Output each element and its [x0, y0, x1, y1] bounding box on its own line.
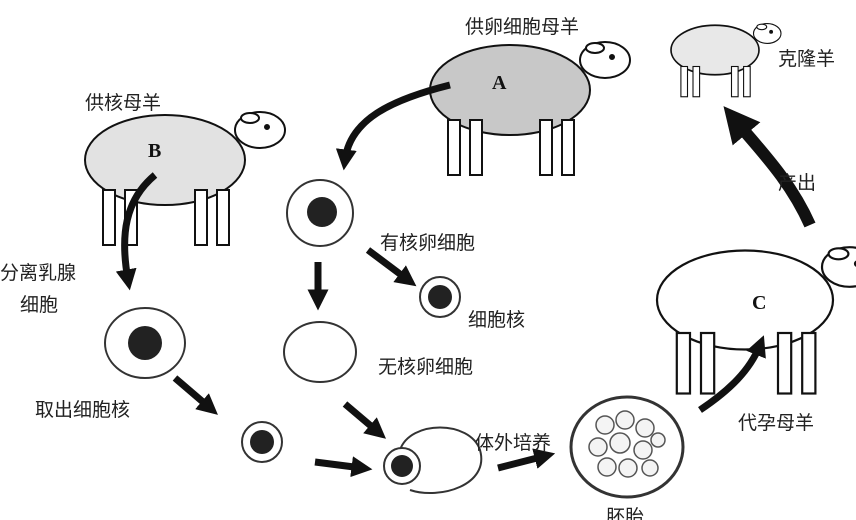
label-in-vitro-culture: 体外培养: [475, 432, 552, 454]
label-embryo: 胚胎: [606, 506, 645, 520]
removed-nucleus: [419, 276, 461, 318]
label-nucleus-donor: 供核母羊: [85, 92, 162, 114]
sheep-a: [429, 41, 631, 176]
arrows: [115, 81, 816, 478]
label-birth: 产出: [778, 172, 817, 194]
sheep-b: [84, 111, 286, 246]
nucleated-egg: [286, 179, 354, 247]
label-nucleus: 细胞核: [468, 309, 526, 331]
embryo: [569, 395, 685, 499]
mammary-cell: [104, 307, 186, 379]
label-clone: 克隆羊: [778, 48, 836, 70]
letter-b: B: [148, 140, 162, 162]
sheep-c: [655, 246, 856, 395]
enucleated-egg: [283, 321, 357, 383]
label-cell: 细胞: [20, 294, 59, 316]
label-nucleated-egg: 有核卵细胞: [380, 232, 476, 254]
label-egg-donor: 供卵细胞母羊: [465, 16, 580, 38]
donor-nucleus: [241, 421, 283, 463]
letter-a: A: [492, 72, 507, 94]
letter-c: C: [752, 292, 767, 314]
label-enucleated-egg: 无核卵细胞: [378, 356, 474, 378]
clone-sheep: [670, 22, 782, 98]
label-separate-mammary: 分离乳腺: [0, 262, 77, 284]
fused-cell: [383, 426, 483, 495]
label-surrogate: 代孕母羊: [738, 412, 815, 434]
label-extract-nucleus: 取出细胞核: [35, 399, 131, 421]
